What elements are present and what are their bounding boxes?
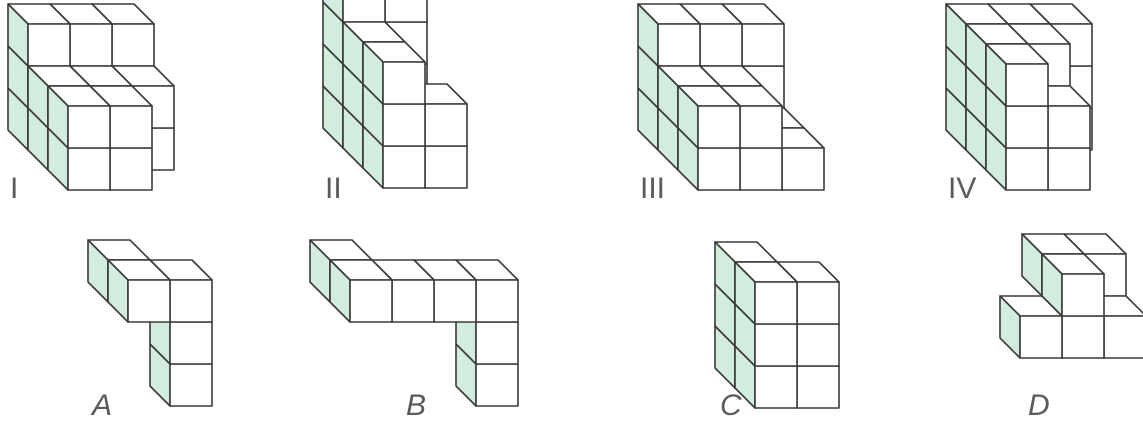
option-A-label: A	[90, 389, 112, 421]
front-face	[424, 145, 468, 189]
front-face	[1103, 315, 1143, 359]
front-face	[69, 23, 113, 67]
front-face	[1047, 105, 1091, 149]
front-face	[697, 105, 741, 149]
front-face	[475, 279, 519, 323]
front-face	[27, 23, 71, 67]
front-face	[424, 103, 468, 147]
front-face	[169, 321, 213, 365]
front-face	[781, 147, 825, 191]
front-face	[169, 363, 213, 407]
option-B-label: B	[406, 389, 426, 421]
front-face	[109, 105, 153, 149]
figure-II	[322, 0, 468, 189]
front-face	[391, 279, 435, 323]
front-face	[754, 365, 798, 409]
option-B	[309, 239, 519, 407]
front-face	[1005, 105, 1049, 149]
front-face	[384, 0, 428, 23]
front-face	[1061, 315, 1105, 359]
figure-IV-label: IV	[948, 172, 976, 205]
front-face	[1047, 147, 1091, 191]
front-face	[739, 105, 783, 149]
front-face	[657, 23, 701, 67]
front-face	[127, 279, 171, 323]
front-face	[1005, 63, 1049, 107]
front-face	[382, 145, 426, 189]
figure-I-label: I	[10, 172, 18, 205]
option-A	[87, 239, 213, 407]
front-face	[433, 279, 477, 323]
front-face	[67, 147, 111, 191]
front-face	[796, 281, 840, 325]
front-face	[382, 61, 426, 105]
option-D	[999, 233, 1143, 359]
option-C	[714, 241, 840, 409]
option-C-label: C	[720, 389, 742, 421]
front-face	[739, 147, 783, 191]
front-face	[699, 23, 743, 67]
front-face	[169, 279, 213, 323]
front-face	[796, 365, 840, 409]
figure-IV	[945, 3, 1093, 191]
front-face	[109, 147, 153, 191]
figure-II-label: II	[325, 172, 342, 205]
front-face	[754, 323, 798, 367]
front-face	[382, 103, 426, 147]
front-face	[475, 321, 519, 365]
figure-I	[7, 3, 175, 191]
figure-III-label: III	[640, 172, 665, 205]
front-face	[475, 363, 519, 407]
option-D-label: D	[1028, 389, 1050, 421]
figure-III	[637, 3, 825, 191]
front-face	[796, 323, 840, 367]
front-face	[111, 23, 155, 67]
front-face	[349, 279, 393, 323]
front-face	[1005, 147, 1049, 191]
front-face	[1019, 315, 1063, 359]
front-face	[67, 105, 111, 149]
front-face	[1061, 273, 1105, 317]
front-face	[741, 23, 785, 67]
front-face	[342, 0, 386, 23]
front-face	[697, 147, 741, 191]
front-face	[754, 281, 798, 325]
